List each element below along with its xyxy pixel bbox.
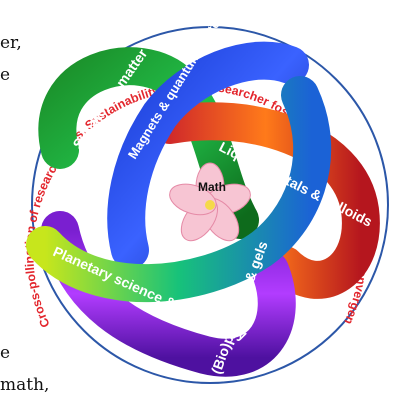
clipped-text-line4: math,	[0, 375, 50, 395]
clipped-text-line3: e	[0, 343, 11, 363]
math-label: Math	[198, 180, 226, 194]
outer-circle	[31, 26, 389, 384]
tube-blue	[107, 41, 309, 269]
clipped-text-line1: er,	[0, 33, 22, 53]
knot-tubes	[26, 41, 380, 377]
tube-rainbow	[26, 76, 332, 303]
flower	[169, 162, 251, 242]
clipped-text-line2: e	[0, 65, 11, 85]
tube-red	[151, 102, 380, 299]
